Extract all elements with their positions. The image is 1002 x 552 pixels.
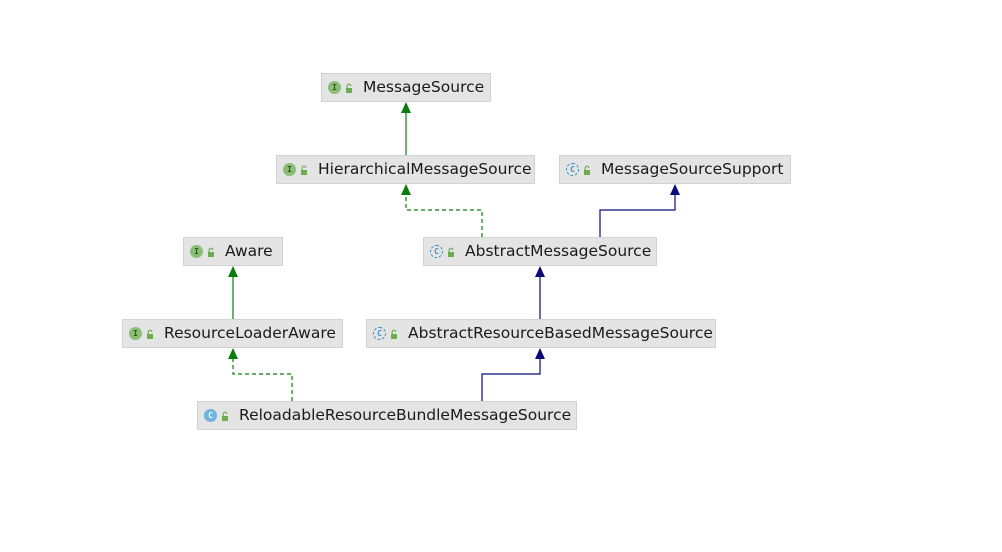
arrowhead — [228, 348, 238, 359]
edge-extends-reloadable-resource-bundle-message-source-to-abstract-resource-based-message-source — [481, 348, 545, 401]
arrowhead — [401, 184, 411, 195]
node-aware[interactable]: I Aware — [183, 237, 283, 266]
node-label: ResourceLoaderAware — [164, 323, 336, 342]
arrowhead — [670, 184, 680, 195]
unlocked-icon — [346, 83, 352, 93]
node-label: AbstractMessageSource — [465, 241, 652, 260]
unlocked-icon — [208, 247, 214, 257]
unlocked-icon — [222, 411, 228, 421]
edge-extends-interface-resource-loader-aware-to-aware — [228, 266, 238, 319]
node-abstract-resource-based-message-source[interactable]: C AbstractResourceBasedMessageSource — [366, 319, 716, 348]
edge-extends-abstract-resource-based-message-source-to-abstract-message-source — [535, 266, 545, 319]
node-abstract-message-source[interactable]: C AbstractMessageSource — [423, 237, 657, 266]
node-label: MessageSourceSupport — [601, 159, 784, 178]
unlocked-icon — [448, 247, 454, 257]
arrowhead — [535, 348, 545, 359]
node-label: AbstractResourceBasedMessageSource — [408, 323, 713, 342]
node-resource-loader-aware[interactable]: I ResourceLoaderAware — [122, 319, 343, 348]
interface-icon: I — [129, 327, 142, 340]
edge-implements-reloadable-resource-bundle-message-source-to-resource-loader-aware — [228, 348, 293, 401]
interface-icon: I — [328, 81, 341, 94]
edge-implements-abstract-message-source-to-hierarchical-message-source — [401, 184, 483, 237]
unlocked-icon — [301, 165, 307, 175]
node-message-source[interactable]: I MessageSource — [321, 73, 491, 102]
node-label: ReloadableResourceBundleMessageSource — [239, 405, 572, 424]
interface-icon: I — [283, 163, 296, 176]
node-label: HierarchicalMessageSource — [318, 159, 532, 178]
abstract-class-icon: C — [373, 327, 386, 340]
node-label: Aware — [225, 241, 273, 260]
node-hierarchical-message-source[interactable]: I HierarchicalMessageSource — [276, 155, 535, 184]
unlocked-icon — [391, 329, 397, 339]
node-label: MessageSource — [363, 77, 485, 96]
abstract-class-icon: C — [566, 163, 579, 176]
edge-extends-abstract-message-source-to-message-source-support — [599, 184, 680, 237]
class-icon: C — [204, 409, 217, 422]
interface-icon: I — [190, 245, 203, 258]
abstract-class-icon: C — [430, 245, 443, 258]
edge-extends-interface-hierarchical-message-source-to-message-source — [401, 102, 411, 155]
node-reloadable-resource-bundle-message-source[interactable]: C ReloadableResourceBundleMessageSource — [197, 401, 577, 430]
arrowhead — [535, 266, 545, 277]
node-message-source-support[interactable]: C MessageSourceSupport — [559, 155, 791, 184]
unlocked-icon — [147, 329, 153, 339]
arrowhead — [401, 102, 411, 113]
arrowhead — [228, 266, 238, 277]
unlocked-icon — [584, 165, 590, 175]
